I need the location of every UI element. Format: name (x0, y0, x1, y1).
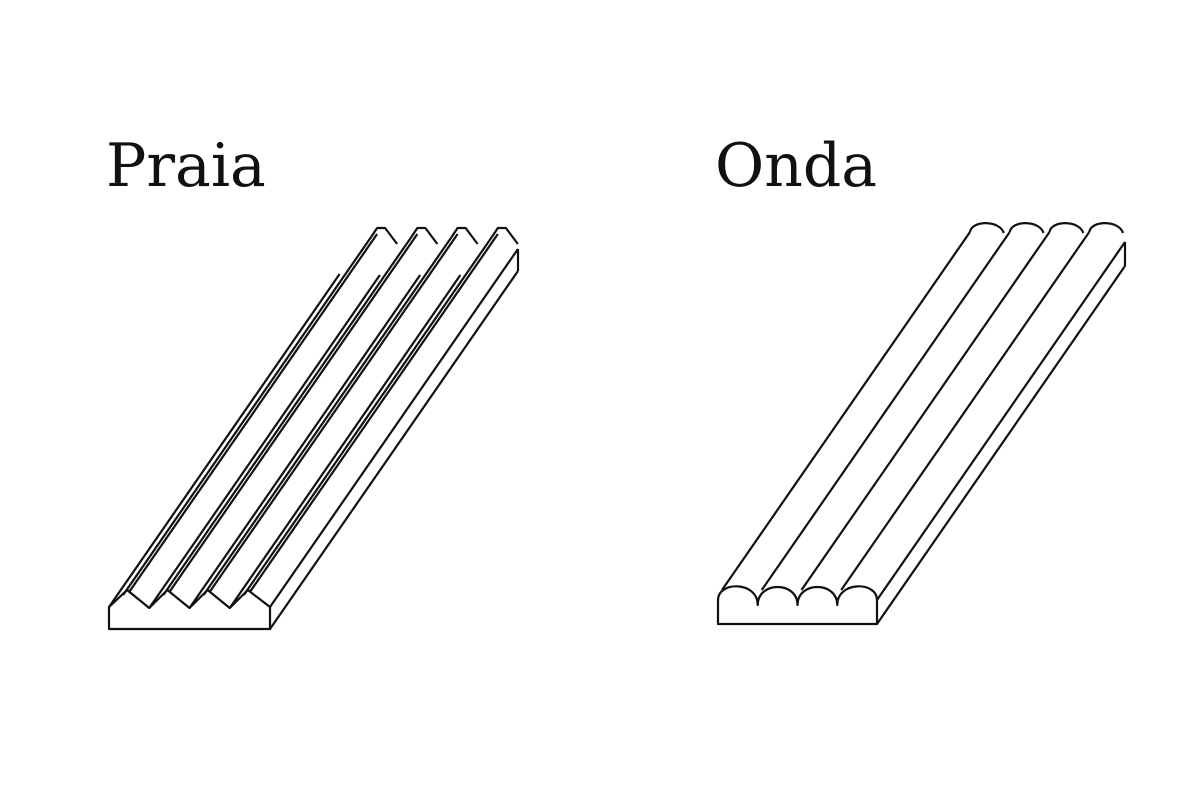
praia-ridge-line (168, 233, 419, 593)
praia-valley-line (188, 274, 422, 609)
praia-ridge-line (248, 233, 499, 593)
praia-valley-line (228, 274, 462, 609)
onda-side-bottom (876, 265, 1126, 625)
praia-ridge-line (128, 233, 379, 593)
onda-back-ridge (1048, 222, 1085, 234)
praia-ridge-line (122, 236, 373, 596)
praia-profile-illustration (107, 226, 520, 631)
praia-back-ridge (490, 226, 519, 245)
praia-left-edge (108, 273, 341, 608)
onda-ridge-line (840, 231, 1091, 591)
onda-front-face (716, 585, 879, 626)
onda-ridge-line (800, 231, 1051, 591)
praia-front-face (107, 588, 272, 631)
praia-valley-line (148, 274, 381, 609)
praia-back-ridge (450, 226, 479, 245)
onda-ridge-line (760, 231, 1011, 591)
onda-side-top (876, 241, 1126, 601)
onda-back-ridge (1008, 222, 1045, 234)
praia-back-ridge (370, 226, 398, 245)
praia-ridge-line (162, 236, 413, 596)
onda-back-ridge (968, 222, 1005, 234)
praia-title: Praia (106, 131, 266, 201)
praia-ridge-line (208, 233, 459, 593)
onda-back-ridge (1088, 222, 1125, 234)
praia-side-top (269, 248, 519, 608)
praia-side-bottom (269, 270, 519, 630)
praia-back-ridge (410, 226, 439, 245)
onda-profile-illustration (716, 222, 1127, 626)
praia-ridge-line (202, 236, 453, 596)
onda-title: Onda (715, 131, 878, 201)
praia-ridge-line (242, 236, 493, 596)
onda-ridge-line (721, 231, 971, 591)
